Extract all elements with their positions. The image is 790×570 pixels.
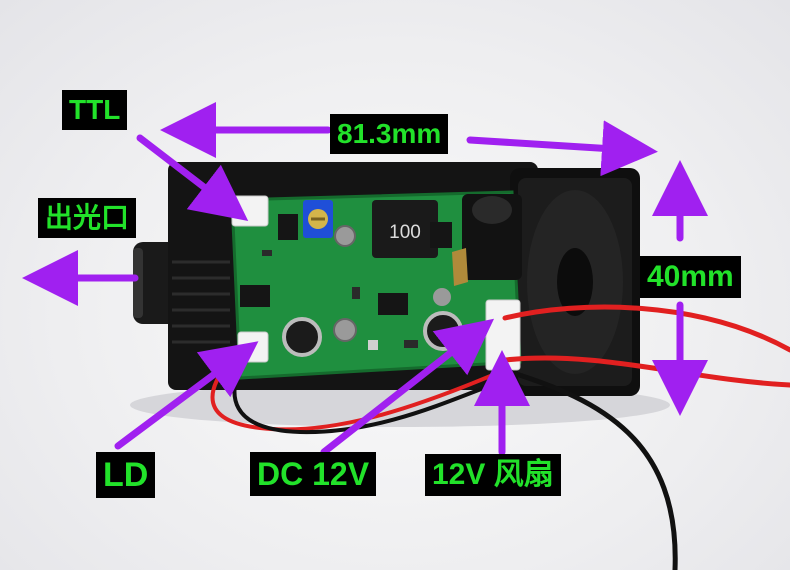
- inductor: [372, 200, 438, 258]
- dc-jack: [452, 194, 522, 286]
- transistor: [430, 222, 452, 248]
- screw: [333, 318, 357, 342]
- label-output: 出光口: [38, 198, 137, 238]
- screw: [334, 225, 356, 247]
- capacitor: [423, 311, 463, 351]
- label-ld: LD: [96, 452, 156, 498]
- ttl-connector: [231, 195, 269, 227]
- cooling-fan: [510, 168, 640, 396]
- ttl-pointer: [136, 134, 249, 222]
- label-ttl: TTL: [62, 90, 128, 130]
- annotation-arrows: [22, 102, 708, 456]
- label-length: 81.3mm: [330, 114, 449, 154]
- ld-connector: [237, 331, 269, 363]
- ic-chip: [278, 214, 298, 240]
- length-arrow-right: [466, 120, 658, 177]
- label-dc: DC 12V: [250, 452, 377, 496]
- label-height: 40mm: [640, 256, 741, 298]
- capacitor: [282, 317, 322, 357]
- ic-chip: [240, 285, 270, 307]
- dc-pointer: [320, 318, 495, 456]
- inductor-marking: 100: [389, 222, 421, 243]
- screw: [433, 288, 451, 306]
- label-fan: 12V 风扇: [425, 454, 561, 496]
- ld-pointer: [114, 341, 259, 450]
- ic-chip: [378, 293, 408, 315]
